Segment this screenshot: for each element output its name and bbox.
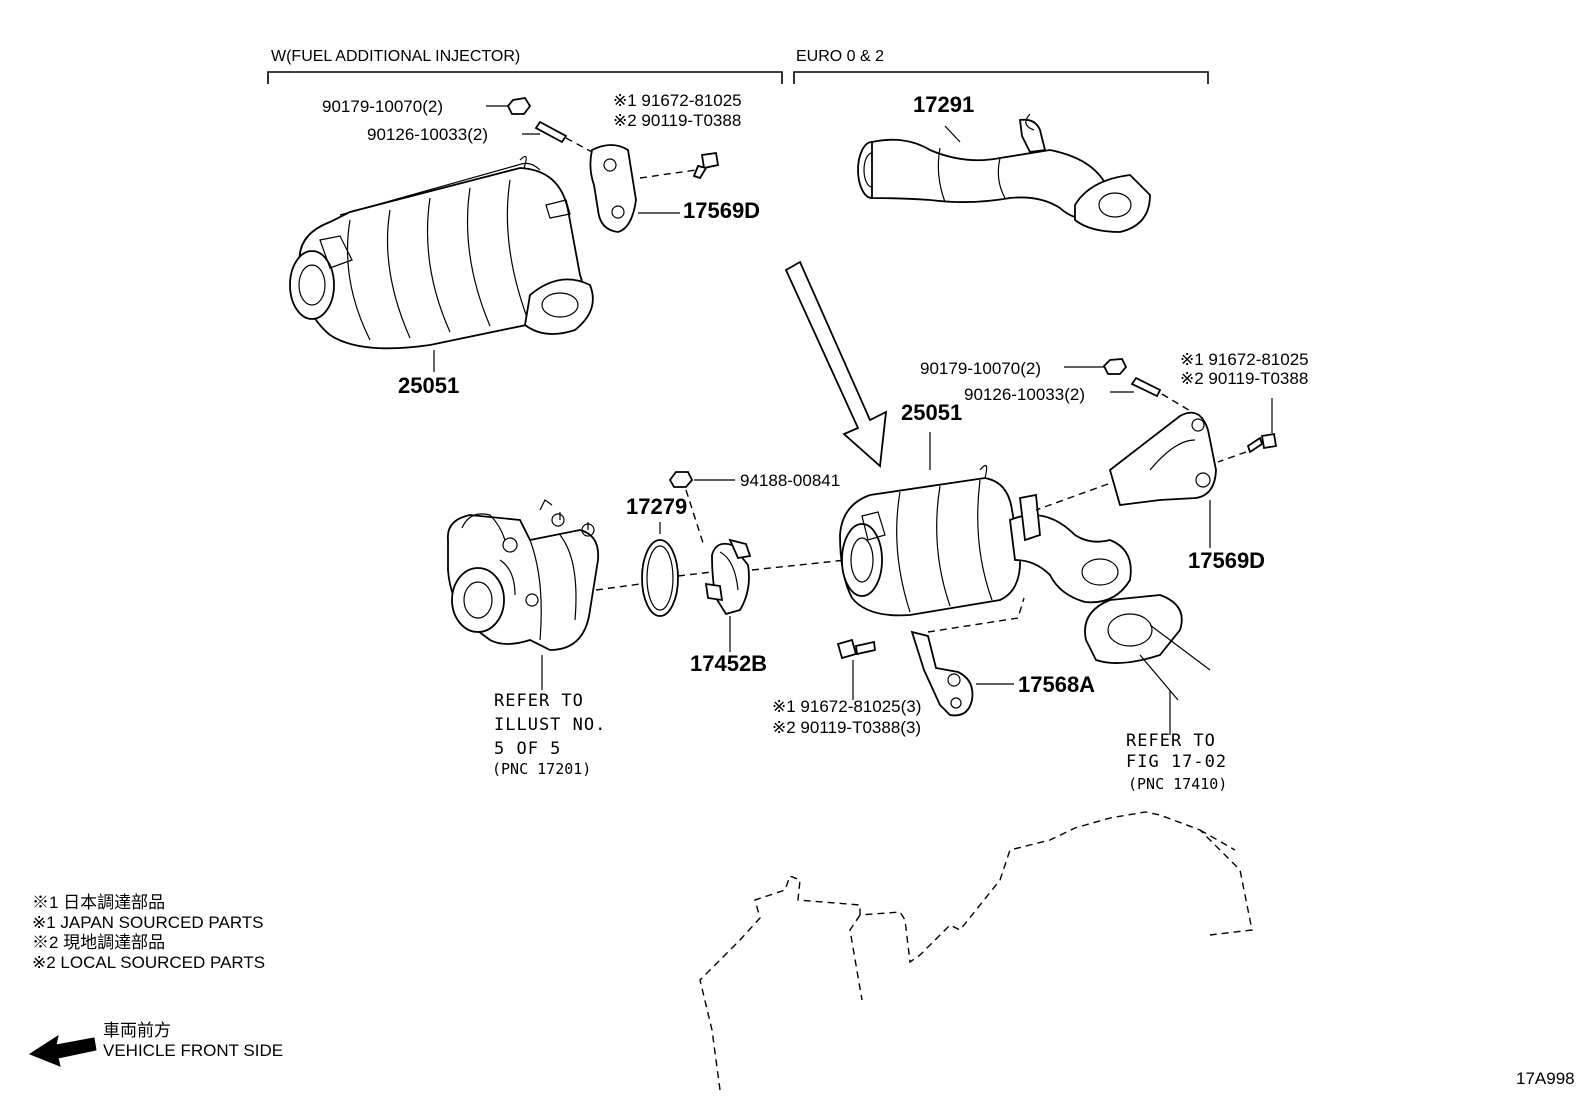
converter-mid — [839, 464, 1132, 617]
bracket-top — [589, 144, 637, 233]
label-gasket-ring: 17279 — [626, 494, 688, 519]
ref-turbo-1: REFER TO — [494, 691, 584, 711]
label-stud-top: 90126-10033(2) — [367, 125, 488, 144]
bolt-stay-icon — [836, 638, 876, 660]
label-nut-mid: 90179-10070(2) — [920, 359, 1041, 378]
bolt-mid-icon — [1246, 432, 1278, 454]
label-nut-clamp: 94188-00841 — [740, 471, 841, 490]
label-bolt-top-2: ※2 90119-T0388 — [613, 111, 742, 130]
pipe-17291 — [857, 113, 1151, 233]
ref-fig-3: (PNC 17410) — [1128, 775, 1228, 793]
nut-clamp-icon — [668, 471, 694, 488]
label-bracket-top: 17569D — [683, 198, 761, 223]
clamp-17452B — [704, 538, 752, 616]
right-group-bracket — [793, 71, 1209, 84]
engine-block-outline — [699, 811, 1253, 1091]
direction-jp: 車両前方 — [103, 1021, 171, 1040]
label-converter-top: 25051 — [398, 373, 460, 398]
label-nut-top: 90179-10070(2) — [322, 97, 443, 116]
ref-turbo-2: ILLUST NO. — [494, 715, 607, 735]
bolt-top-icon — [692, 151, 720, 180]
stud-top-icon — [534, 120, 568, 144]
left-group-bracket — [267, 71, 783, 84]
bracket-mid — [1108, 411, 1217, 506]
stay-17568A — [910, 630, 974, 717]
label-converter-mid: 25051 — [901, 400, 963, 425]
legend-line-3: ※2 現地調達部品 — [32, 933, 166, 952]
ref-turbo-4: (PNC 17201) — [492, 760, 592, 778]
legend-line-2: ※1 JAPAN SOURCED PARTS — [32, 913, 264, 932]
assembly-arrow — [784, 260, 888, 468]
nut-mid-icon — [1102, 358, 1128, 375]
label-stay: 17568A — [1018, 672, 1096, 697]
ref-fig-2: FIG 17-02 — [1126, 752, 1228, 772]
header-right: EURO 0 & 2 — [796, 48, 885, 65]
header-left: W(FUEL ADDITIONAL INJECTOR) — [271, 48, 521, 65]
gasket-ring-17279 — [641, 539, 679, 617]
direction-en: VEHICLE FRONT SIDE — [103, 1041, 284, 1060]
label-bolt-stay-1: ※1 91672-81025(3) — [772, 697, 922, 716]
label-clamp: 17452B — [690, 651, 768, 676]
gasket-plate — [1084, 594, 1211, 701]
legend-line-1: ※1 日本調達部品 — [32, 893, 166, 912]
legend-line-4: ※2 LOCAL SOURCED PARTS — [32, 953, 266, 972]
label-bracket-mid: 17569D — [1188, 548, 1266, 573]
vehicle-front-arrow-icon — [28, 1034, 97, 1067]
nut-top-icon — [506, 97, 532, 115]
converter-top — [289, 155, 594, 350]
ref-turbo-3: 5 OF 5 — [494, 739, 562, 759]
label-bolt-top-1: ※1 91672-81025 — [613, 91, 742, 110]
illustration-code: 17A998 — [1516, 1069, 1575, 1088]
label-bolt-mid-2: ※2 90119-T0388 — [1180, 369, 1309, 388]
ref-fig-1: REFER TO — [1126, 731, 1216, 751]
turbocharger — [447, 499, 600, 651]
label-bolt-stay-2: ※2 90119-T0388(3) — [772, 718, 922, 737]
label-pipe-top: 17291 — [913, 92, 975, 117]
stud-mid-icon — [1130, 376, 1162, 398]
label-stud-mid: 90126-10033(2) — [964, 385, 1085, 404]
label-bolt-mid-1: ※1 91672-81025 — [1180, 350, 1309, 369]
